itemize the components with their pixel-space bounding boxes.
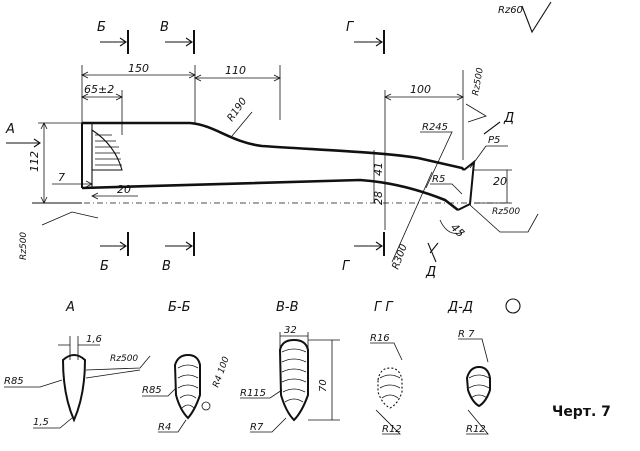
radius-300: R300: [390, 243, 409, 271]
upper-contour: [82, 121, 465, 171]
section-markers-bottom: Б В Г: [100, 232, 385, 274]
view-bb-r85: R85: [142, 385, 162, 396]
view-vv: В-В 32 70 R115 R7: [240, 300, 340, 433]
dim-20-right: 20: [493, 175, 507, 188]
roughness-label: Rz60: [498, 5, 523, 16]
lower-contour: [81, 178, 459, 212]
dim-41: 41: [372, 162, 385, 176]
rz500-right: Rz500: [492, 207, 520, 217]
view-dd-r7: R 7: [458, 329, 475, 340]
drawing-caption: Черт. 7: [552, 404, 611, 420]
section-markers-top: Б В Г: [97, 20, 385, 54]
dim-100: 100: [410, 83, 431, 96]
dim-7: 7: [58, 171, 65, 184]
view-gg-r12: R12: [382, 424, 402, 435]
dim-150: 150: [128, 62, 149, 75]
view-dd-r12: R12: [466, 424, 486, 435]
section-v-bottom-label: В: [162, 259, 171, 274]
main-profile: [32, 121, 510, 212]
view-dd-title: Д-Д: [447, 300, 473, 315]
dim-112: 112: [28, 151, 41, 172]
view-d-marker-bottom: Д: [425, 265, 436, 280]
view-a-title: А: [65, 300, 75, 315]
view-bb-r4100: R4 100: [211, 355, 231, 389]
general-roughness-mark: Rz60: [498, 1, 552, 34]
tip-contour: [457, 159, 476, 211]
view-bb-r4: R4: [158, 422, 171, 433]
view-bb-title: Б-Б: [168, 300, 191, 315]
right-dimensions: R190 R245 P5 41 28 R5 20 45 Rz500 R300 Д…: [225, 96, 539, 280]
dim-45: 45: [448, 221, 467, 240]
section-b-top-label: Б: [97, 20, 106, 35]
roughness-check-icon: [521, 1, 552, 34]
dim-28: 28: [372, 191, 385, 205]
view-bb: Б-Б R85 R4 100 R4: [142, 300, 232, 433]
dim-65: 65±2: [84, 83, 114, 96]
section-v-top-label: В: [160, 20, 169, 35]
p5-label: P5: [488, 135, 500, 146]
view-a-marker: А: [5, 122, 15, 137]
view-a-width-16: 1,6: [86, 334, 102, 345]
section-g-bottom-label: Г: [342, 259, 351, 274]
view-dd-circle-icon: [505, 298, 521, 314]
dim-20: 20: [117, 183, 131, 196]
radius-245: R245: [422, 122, 448, 133]
view-vv-d70: 70: [318, 379, 329, 392]
view-vv-title: В-В: [276, 300, 299, 315]
view-a-b15: 1,5: [33, 417, 49, 428]
section-b-bottom-label: Б: [100, 259, 109, 274]
view-gg-r16: R16: [370, 333, 390, 344]
radius-5: R5: [432, 174, 445, 185]
view-d-marker-top: Д: [503, 111, 514, 126]
top-dimensions: 150 110 65±2 100 Rz500: [81, 62, 487, 230]
dim-110: 110: [225, 64, 246, 77]
view-dd: Д-Д R 7 R12: [447, 298, 521, 435]
section-g-top-label: Г: [346, 20, 355, 35]
view-gg-title: Г Г: [374, 300, 394, 315]
rz500-left: Rz500: [19, 232, 29, 260]
rz500-top: Rz500: [471, 67, 486, 97]
view-a: А 1,6 Rz500 R85 1,5: [4, 300, 151, 429]
view-vv-r115: R115: [240, 388, 266, 399]
view-vv-d32: 32: [284, 325, 297, 336]
view-gg: Г Г R16 R12: [370, 300, 403, 435]
left-dimensions: А 112 7 20 Rz500: [5, 122, 138, 260]
view-vv-r7: R7: [250, 422, 264, 433]
view-a-r85: R85: [4, 376, 24, 387]
view-a-rz500: Rz500: [110, 354, 138, 364]
